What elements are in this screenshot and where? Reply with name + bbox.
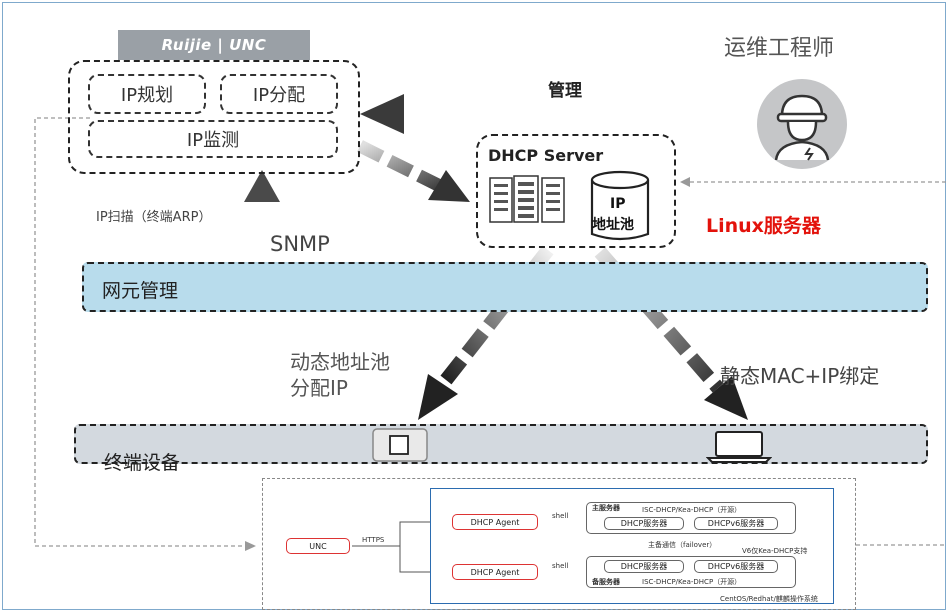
dynamic-arrow xyxy=(440,245,554,385)
inset-architecture-frame xyxy=(262,478,856,610)
ip-monitor-label: IP监测 xyxy=(186,130,240,151)
inset-agent1-label: DHCP Agent xyxy=(470,517,520,527)
inset-dhcp-srv-a: DHCP服务器 xyxy=(604,517,684,530)
inset-dhcpv6-srv-b: DHCPv6服务器 xyxy=(694,560,778,573)
static-binding-label: 静态MAC+IP绑定 xyxy=(720,364,880,388)
network-mgmt-label: 网元管理 xyxy=(102,280,179,302)
ip-pool-cylinder-icon xyxy=(590,170,650,244)
inset-dhcp-srv-b-label: DHCP服务器 xyxy=(620,562,668,571)
inset-isc-top: ISC-DHCP/Kea-DHCP（开源） xyxy=(642,506,742,514)
unc-module-group xyxy=(68,60,360,174)
network-mgmt-band xyxy=(82,262,928,312)
terminal-device-icon xyxy=(372,428,428,462)
inset-backup-server-label: 备服务器 xyxy=(592,578,620,586)
unc-to-dhcp-arrow xyxy=(357,140,451,196)
inset-main-server-label: 主服务器 xyxy=(592,504,620,512)
inset-isc-bottom: ISC-DHCP/Kea-DHCP（开源） xyxy=(642,578,742,586)
snmp-arrowhead xyxy=(244,170,280,202)
engineer-label: 运维工程师 xyxy=(724,36,835,61)
terminal-label: 终端设备 xyxy=(104,452,181,474)
inset-https-label: HTTPS xyxy=(362,536,385,544)
ip-pool-label-1: IP xyxy=(610,196,626,212)
terminal-band xyxy=(74,424,928,464)
manage-arrowhead xyxy=(360,94,404,134)
static-arrow xyxy=(594,247,724,393)
inset-shell1-label: shell xyxy=(552,512,569,520)
inset-shell2-label: shell xyxy=(552,562,569,570)
inset-agent2-label: DHCP Agent xyxy=(470,567,520,577)
inset-dhcpv6-srv-a-label: DHCPv6服务器 xyxy=(707,519,765,528)
ruijie-unc-logo: Ruijie | UNC xyxy=(118,30,310,60)
manage-label: 管理 xyxy=(548,81,582,101)
ip-plan-label: IP规划 xyxy=(120,85,174,106)
inset-os-label: CentOS/Redhat/麒麟操作系统 xyxy=(720,595,818,603)
left-feedback-line xyxy=(34,117,245,547)
inset-failover-label: 主备通信（failover） xyxy=(648,541,717,549)
dhcp-server-title: DHCP Server xyxy=(488,146,604,165)
inset-dhcp-srv-a-label: DHCP服务器 xyxy=(620,519,668,528)
snmp-label: SNMP xyxy=(270,232,330,256)
static-arrowhead xyxy=(704,376,748,420)
unc-to-dhcp-arrowhead xyxy=(428,170,470,202)
dynamic-pool-label-2: 分配IP xyxy=(290,376,348,400)
ip-monitor-box[interactable]: IP监测 xyxy=(88,120,338,158)
dynamic-pool-label-1: 动态地址池 xyxy=(290,350,390,374)
ip-alloc-label: IP分配 xyxy=(252,85,306,106)
inset-unc-box[interactable]: UNC xyxy=(286,538,350,554)
linux-server-label: Linux服务器 xyxy=(706,215,821,237)
inset-unc-label: UNC xyxy=(309,541,327,551)
server-rack-icon xyxy=(488,174,580,226)
inset-v6-note: V6仅Kea-DHCP支持 xyxy=(742,547,808,555)
inset-dhcp-srv-b: DHCP服务器 xyxy=(604,560,684,573)
ip-plan-box[interactable]: IP规划 xyxy=(88,74,206,114)
inset-dhcpv6-srv-b-label: DHCPv6服务器 xyxy=(707,562,765,571)
dhcp-server-group xyxy=(476,134,676,248)
left-feedback-arrowhead xyxy=(245,541,256,551)
right-feedback-arrowhead xyxy=(680,177,690,187)
inset-agent2-box[interactable]: DHCP Agent xyxy=(452,564,538,580)
inset-agent1-box[interactable]: DHCP Agent xyxy=(452,514,538,530)
ip-alloc-box[interactable]: IP分配 xyxy=(220,74,338,114)
dynamic-arrowhead xyxy=(418,374,458,420)
laptop-icon xyxy=(705,430,773,464)
ip-scan-label: IP扫描（终端ARP） xyxy=(96,210,212,225)
logo-text: Ruijie | UNC xyxy=(161,36,267,54)
engineer-avatar-icon xyxy=(756,78,848,170)
ip-pool-label-2: 地址池 xyxy=(592,217,634,233)
inset-dhcpv6-srv-a: DHCPv6服务器 xyxy=(694,517,778,530)
